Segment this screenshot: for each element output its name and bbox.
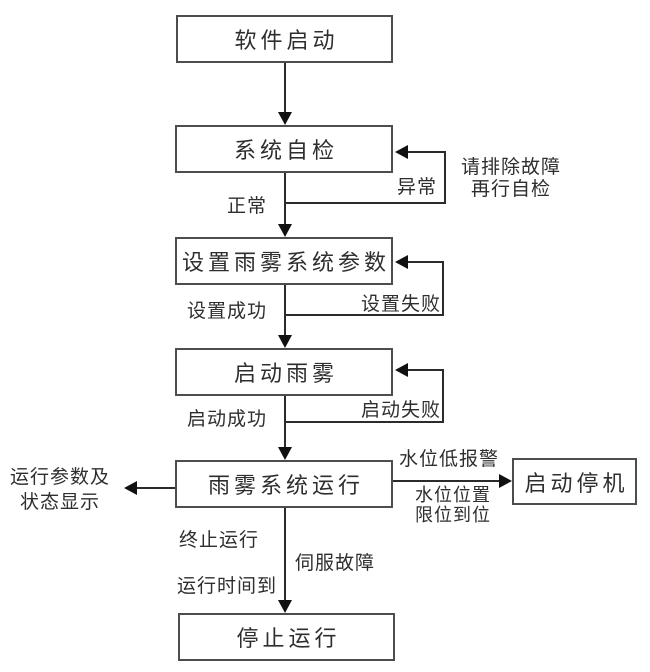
edge-running-to-display xyxy=(137,487,175,489)
loop-params-right xyxy=(442,261,444,316)
node-stop-running: 停止运行 xyxy=(178,613,395,661)
label-low-water-alarm: 水位低报警 xyxy=(399,449,500,470)
label-start-fail: 启动失败 xyxy=(361,400,442,421)
edge-running-to-stop xyxy=(284,508,286,601)
loop-startfog-right xyxy=(442,369,444,423)
loop-selfcheck-bottom xyxy=(285,202,446,204)
label-set-fail: 设置失败 xyxy=(361,294,442,315)
label-abnormal: 异常 xyxy=(397,177,438,198)
loop-params-top xyxy=(407,261,444,263)
arrowhead-down-icon xyxy=(278,224,292,237)
node-start-rainfog: 启动雨雾 xyxy=(175,348,393,396)
loop-selfcheck-right xyxy=(444,151,446,204)
arrowhead-left-icon xyxy=(395,363,408,377)
label-water-limit-line2: 限位到位 xyxy=(415,505,491,525)
label-params-display-line2: 状态显示 xyxy=(19,492,100,513)
node-set-params: 设置雨雾系统参数 xyxy=(175,237,393,285)
label-water-limit: 水位位置 限位到位 xyxy=(405,485,501,525)
label-servo-fault: 伺服故障 xyxy=(295,553,376,574)
node-software-start: 软件启动 xyxy=(176,15,393,63)
loop-params-bottom xyxy=(285,314,444,316)
arrowhead-left-icon xyxy=(395,255,408,269)
arrowhead-right-icon xyxy=(499,474,512,488)
label-terminate-run: 终止运行 xyxy=(179,530,260,551)
label-troubleshoot: 请排除故障 再行自检 xyxy=(450,157,572,201)
label-troubleshoot-line2: 再行自检 xyxy=(470,179,551,200)
label-run-time-up: 运行时间到 xyxy=(177,576,278,597)
loop-startfog-top xyxy=(407,369,444,371)
label-normal: 正常 xyxy=(227,196,268,217)
edge-running-to-shutdown xyxy=(393,480,499,482)
arrowhead-left-icon xyxy=(395,145,408,159)
node-system-self-check: 系统自检 xyxy=(175,125,393,173)
node-system-running: 雨雾系统运行 xyxy=(175,460,393,508)
label-params-display-line1: 运行参数及 xyxy=(9,467,110,488)
arrowhead-left-icon xyxy=(124,481,137,495)
arrowhead-down-icon xyxy=(278,335,292,348)
label-water-limit-line1: 水位位置 xyxy=(415,485,491,505)
label-troubleshoot-line1: 请排除故障 xyxy=(460,157,561,178)
arrowhead-down-icon xyxy=(278,600,292,613)
edge-params-to-startfog xyxy=(284,285,286,336)
loop-selfcheck-top xyxy=(407,151,446,153)
edge-start-to-selfcheck xyxy=(284,63,286,113)
label-set-success: 设置成功 xyxy=(187,301,268,322)
label-start-success: 启动成功 xyxy=(187,409,268,430)
edge-selfcheck-to-params xyxy=(284,173,286,225)
arrowhead-down-icon xyxy=(278,447,292,460)
node-start-shutdown: 启动停机 xyxy=(512,458,637,505)
loop-startfog-bottom xyxy=(285,421,444,423)
arrowhead-down-icon xyxy=(278,112,292,125)
label-params-display: 运行参数及 状态显示 xyxy=(2,465,118,515)
